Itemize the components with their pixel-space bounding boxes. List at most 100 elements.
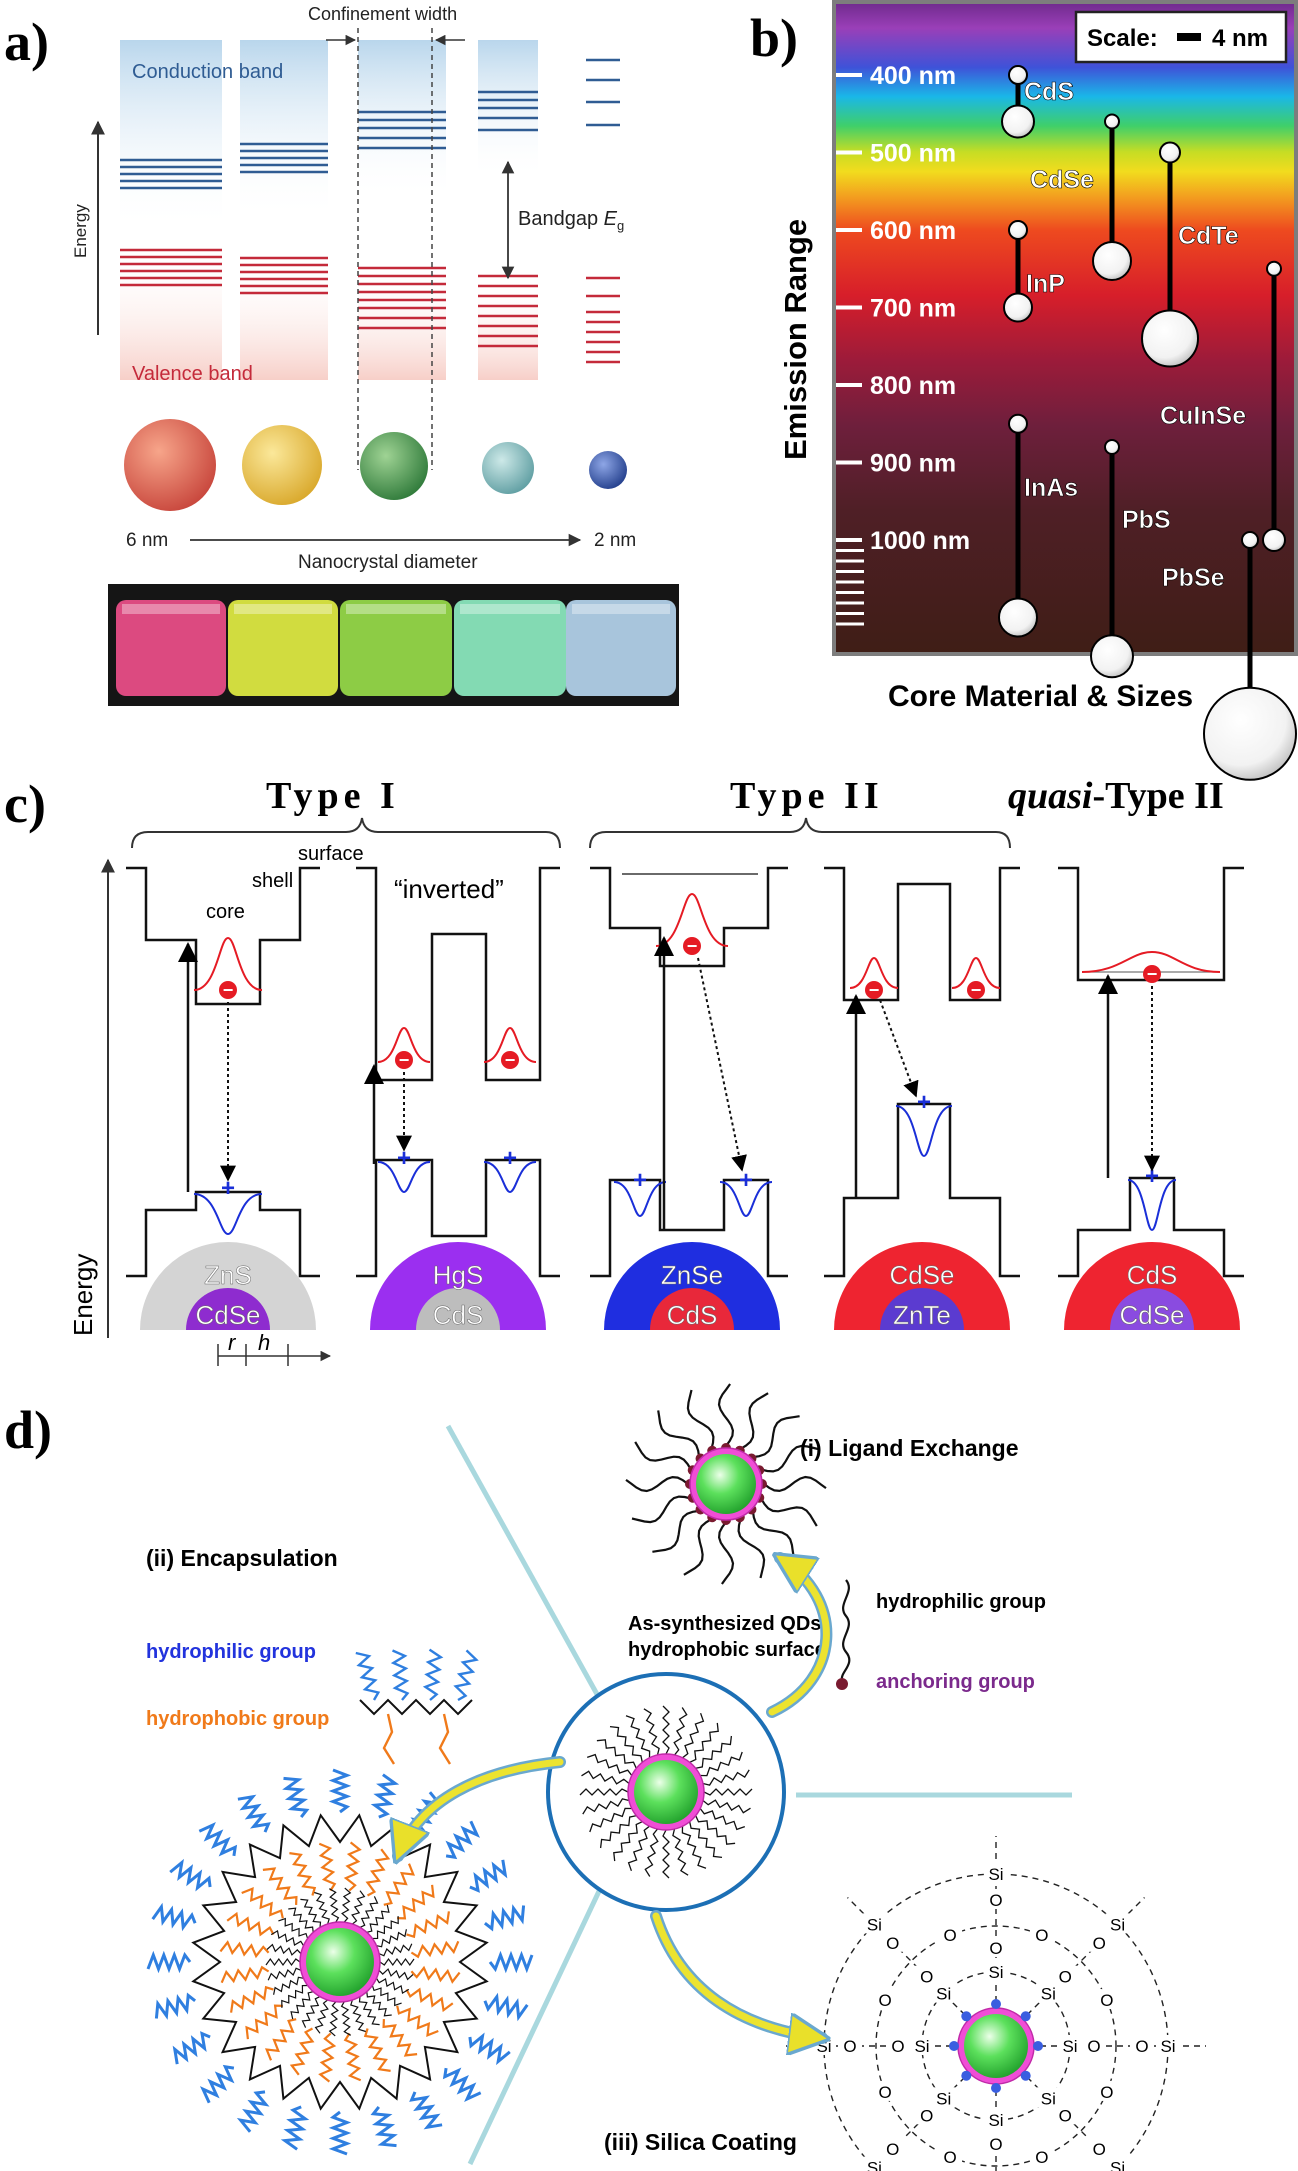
ligand-chain — [589, 1807, 632, 1833]
ligand-chain — [341, 1887, 352, 1923]
atom-label: Si — [1110, 2159, 1125, 2171]
electron-symbol — [395, 1051, 413, 1069]
ligand-chain — [382, 2019, 418, 2057]
radius-axis: r h — [217, 1330, 332, 1366]
ligand-chain — [409, 2091, 443, 2130]
electron-wavefunction — [849, 956, 899, 989]
ligand-chain — [314, 1999, 329, 2034]
atom-bg — [984, 1889, 1008, 1909]
atom-label: O — [989, 1891, 1002, 1910]
ligand-chain — [702, 1769, 750, 1786]
qd-core — [634, 1760, 698, 1824]
hydrophilic-chain — [631, 1495, 692, 1524]
atom-label: O — [1135, 2037, 1148, 2056]
ligand-chain — [662, 1705, 670, 1755]
hydrophilic-chain — [657, 1410, 701, 1458]
svg-text:Scale:: Scale: — [1087, 25, 1158, 52]
hole-wavefunction — [377, 1161, 431, 1194]
ligand-chain — [146, 1950, 192, 1974]
atom-bg — [880, 1931, 905, 1952]
hole-wavefunction — [719, 1181, 773, 1218]
core-disc — [186, 1288, 270, 1330]
ligand-chain — [372, 1916, 399, 1940]
ligand-chain — [280, 2105, 310, 2151]
atom-label: O — [879, 1991, 892, 2010]
tick-label: 600 nm — [870, 217, 956, 245]
ligand-chain — [199, 2064, 235, 2104]
ligand-chain — [673, 1707, 688, 1756]
ligand-chain — [582, 1798, 630, 1815]
atom-bg — [1036, 2087, 1061, 2108]
silanol-dot — [991, 2083, 1001, 2093]
polymer-legend — [355, 1648, 479, 1765]
type-ii-title: Type II — [730, 775, 884, 817]
atom-label: O — [1087, 2037, 1100, 2056]
hole-sign: + — [739, 1167, 753, 1194]
ligand-chain — [586, 1753, 633, 1776]
material-label: InAs — [1024, 474, 1078, 502]
ligand-chain — [371, 1985, 402, 2007]
shell-label: HgS — [433, 1260, 484, 1290]
ligand-chain — [343, 2032, 362, 2082]
atom-bg — [1105, 2156, 1130, 2171]
ligand-chain — [643, 1708, 660, 1756]
anchoring-legend: anchoring group — [876, 1671, 1035, 1693]
spectrum-box — [832, 0, 1298, 656]
electron-sign: − — [223, 980, 234, 1000]
ligand-chain — [599, 1815, 637, 1849]
ligand-chain — [627, 1825, 650, 1872]
vial — [116, 600, 226, 696]
material-large-dot — [1141, 309, 1199, 368]
ligand-chain — [596, 1739, 637, 1769]
hole-sign: + — [221, 1175, 235, 1202]
atom-label: O — [1093, 2140, 1106, 2159]
atom-label: O — [920, 2106, 933, 2125]
panel-d: d) As-synthesized QDs hydrophobic surfac… — [4, 1383, 1206, 2171]
atom-label: Si — [1041, 2089, 1056, 2108]
silanol-dot — [991, 1999, 1001, 2009]
atom-label: O — [943, 2148, 956, 2167]
sphere-5nm — [242, 425, 322, 505]
atom-bg — [873, 1989, 898, 2010]
electron-wavefunction — [483, 1026, 537, 1063]
svg-text:4 nm: 4 nm — [1212, 25, 1268, 52]
scale-box: Scale: 4 nm — [1074, 10, 1288, 64]
atom-bg — [931, 1982, 956, 2003]
atom-bg — [1094, 1989, 1119, 2010]
ligand-chain — [396, 2005, 439, 2038]
ligand-chain — [318, 1842, 337, 1892]
material-small-dot — [1104, 113, 1120, 130]
energy-label-c: Energy — [68, 1254, 98, 1336]
electron-symbol — [865, 981, 883, 999]
hydrophilic-chain — [625, 1475, 689, 1493]
ligand-chain — [236, 2090, 270, 2133]
hydrophilic-chain — [760, 1497, 818, 1527]
electron-sign: − — [971, 980, 982, 1000]
atom-bg — [931, 2087, 956, 2108]
core-label: CdSe — [195, 1300, 260, 1330]
ligand-chain — [350, 1999, 366, 2033]
material-small-dot — [1266, 260, 1282, 277]
vial-rim — [346, 604, 446, 614]
atom-label: O — [886, 1934, 899, 1953]
silanol-dot — [1020, 2070, 1031, 2081]
ligand-chain — [376, 1929, 407, 1948]
band-edge — [590, 1178, 788, 1278]
atom-bg — [1087, 2138, 1112, 2159]
tick-label: 800 nm — [870, 372, 956, 400]
vial-rim — [122, 604, 220, 614]
core-disc — [1110, 1288, 1194, 1330]
electron-symbol — [1143, 965, 1161, 983]
ligand-chain — [359, 1896, 379, 1928]
type-i-brace — [131, 817, 561, 849]
electron-sign: − — [869, 980, 880, 1000]
ligand-chain — [237, 1794, 271, 1833]
panel-c: c) Type I Type II quasi-Type II Energy s… — [4, 774, 1244, 1366]
surface-label: surface — [298, 843, 364, 865]
ligand-chain — [378, 1943, 413, 1957]
hydrophilic-chain — [717, 1521, 735, 1585]
ligand-chain — [267, 1967, 302, 1981]
ligand-chain — [301, 1996, 321, 2028]
atom-label: Si — [1062, 2037, 1077, 2056]
